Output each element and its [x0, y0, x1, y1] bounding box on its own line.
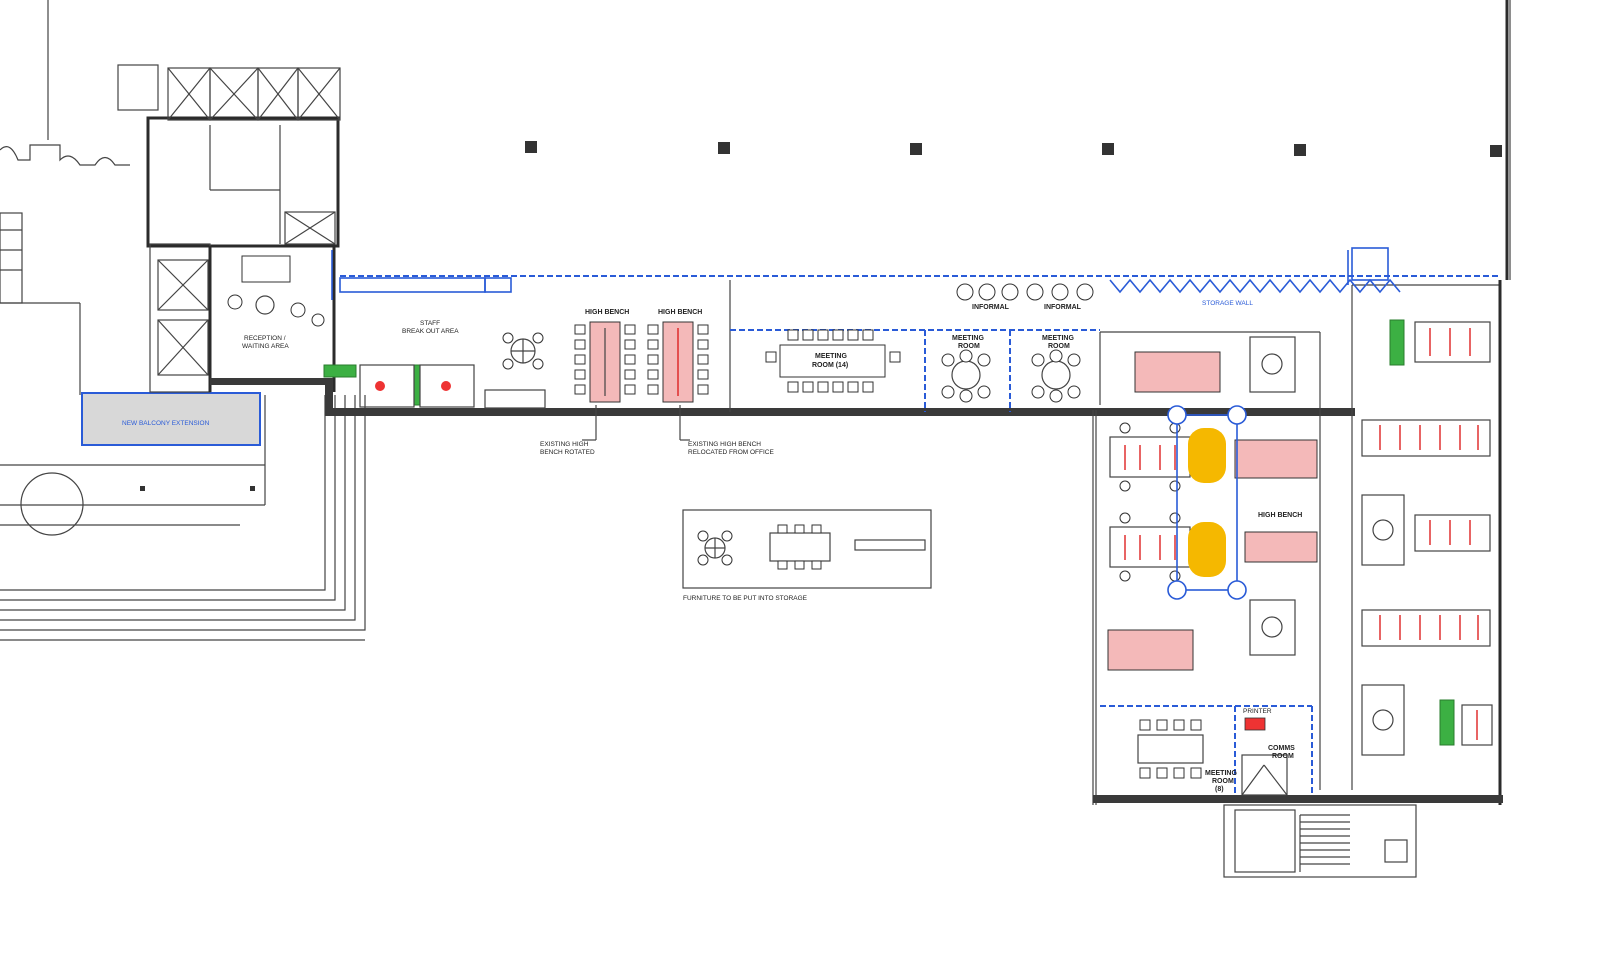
north-outline — [47, 0, 1511, 280]
staff-label: STAFF — [420, 320, 440, 327]
comms-label-1: COMMS — [1268, 745, 1295, 752]
meeting-room-b-label-1: MEETING — [1042, 335, 1074, 342]
meeting-room-main: MEETING ROOM (14) — [765, 329, 901, 393]
printer-label: PRINTER — [1243, 708, 1272, 715]
informal-seating: INFORMAL INFORMAL — [956, 283, 1094, 311]
desk-cluster-right — [1361, 319, 1493, 756]
selection-box[interactable] — [1176, 414, 1238, 591]
meeting-room-main-label-2: ROOM (14) — [812, 362, 848, 369]
high-bench-1: HIGH BENCH — [574, 309, 636, 403]
meeting-small-label-1: MEETING — [1205, 770, 1237, 777]
storage-legend: FURNITURE TO BE PUT INTO STORAGE — [682, 509, 932, 602]
lift-core — [117, 64, 341, 393]
bench-rotated-label-1: EXISTING HIGH — [540, 441, 589, 448]
desk-cluster-left — [1109, 422, 1191, 582]
informal-label-2: INFORMAL — [1044, 304, 1082, 311]
reception-label-2: WAITING AREA — [242, 343, 289, 350]
bench-relocated-label-2: RELOCATED FROM OFFICE — [688, 449, 774, 456]
main-corridor — [208, 246, 1503, 878]
meeting-room-a: MEETING ROOM — [941, 335, 991, 403]
meeting-room-b-label-2: ROOM — [1048, 343, 1070, 350]
meeting-small-label-3: (8) — [1215, 786, 1224, 793]
left-wing: NEW BALCONY EXTENSION — [0, 144, 366, 641]
reception-label-1: RECEPTION / — [244, 335, 286, 342]
right-wing-office: HIGH BENCH — [1107, 319, 1493, 873]
informal-label-1: INFORMAL — [972, 304, 1010, 311]
selection-handle-br[interactable] — [1227, 580, 1247, 600]
staff-breakout: STAFF BREAK OUT AREA — [323, 320, 546, 409]
meeting-room-a-label-1: MEETING — [952, 335, 984, 342]
selection-handle-tr[interactable] — [1227, 405, 1247, 425]
annotations: EXISTING HIGH BENCH ROTATED EXISTING HIG… — [540, 405, 774, 456]
high-bench-label-3: HIGH BENCH — [1258, 512, 1302, 519]
meeting-small-label-2: ROOM — [1212, 778, 1234, 785]
comms-label-2: ROOM — [1272, 753, 1294, 760]
round-tables-mid — [1249, 336, 1296, 656]
selection-handle-bl[interactable] — [1167, 580, 1187, 600]
high-bench-label-2: HIGH BENCH — [658, 309, 702, 316]
high-bench-2: HIGH BENCH — [647, 309, 709, 403]
storage-wall: STORAGE WALL — [339, 277, 1401, 307]
comms-room: COMMS ROOM PRINTER — [1241, 708, 1295, 796]
meeting-room-a-label-2: ROOM — [958, 343, 980, 350]
storage-caption: FURNITURE TO BE PUT INTO STORAGE — [683, 595, 808, 602]
selection-handle-tl[interactable] — [1167, 405, 1187, 425]
high-bench-label-1: HIGH BENCH — [585, 309, 629, 316]
breakout-label: BREAK OUT AREA — [402, 328, 459, 335]
reception-area: RECEPTION / WAITING AREA — [227, 255, 325, 350]
bench-relocated-label-1: EXISTING HIGH BENCH — [688, 441, 761, 448]
bottom-stair-core — [1234, 809, 1408, 873]
storage-wall-label: STORAGE WALL — [1202, 300, 1253, 307]
meeting-room-main-label-1: MEETING — [815, 353, 847, 360]
small-meeting-room: MEETING ROOM (8) — [1137, 719, 1237, 793]
meeting-room-b: MEETING ROOM — [1031, 335, 1081, 403]
bench-rotated-label-2: BENCH ROTATED — [540, 449, 595, 456]
balcony-label: NEW BALCONY EXTENSION — [122, 420, 210, 427]
